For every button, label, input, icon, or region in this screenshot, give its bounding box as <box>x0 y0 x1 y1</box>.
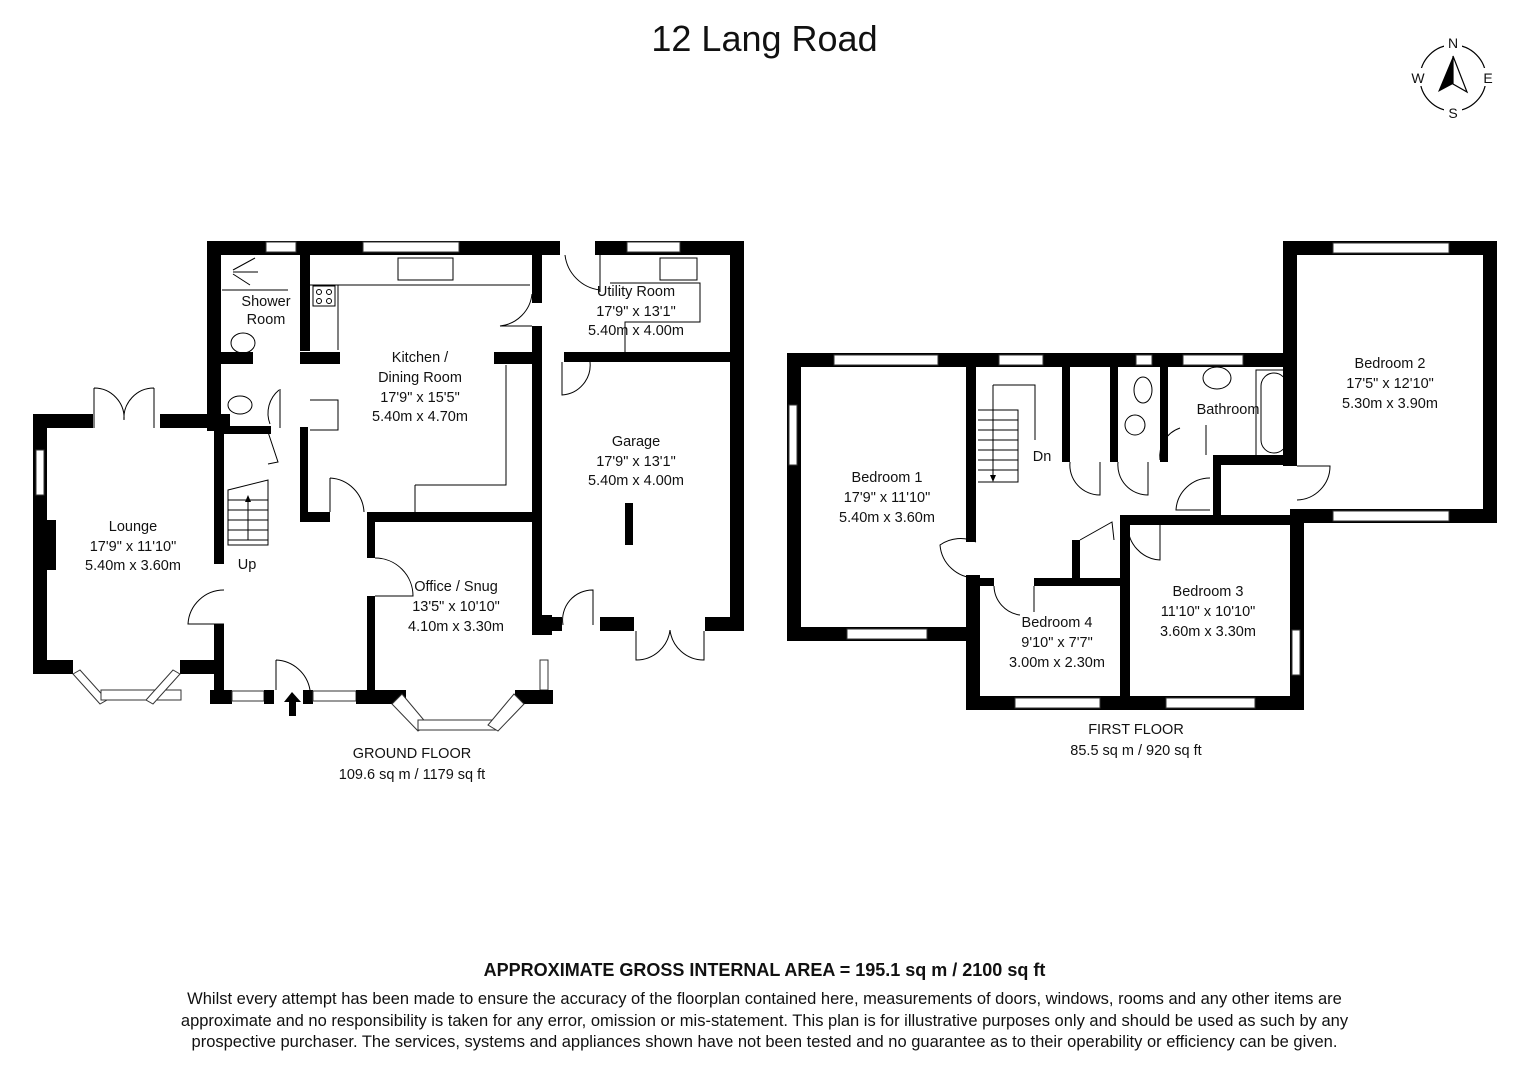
office-imperial: 13'5" x 10'10" <box>412 599 500 615</box>
entrance-arrow-icon <box>284 692 301 716</box>
shower-room-label-2: Room <box>247 312 286 328</box>
garage-metric: 5.40m x 4.00m <box>588 473 684 489</box>
disclaimer-line-1: Whilst every attempt has been made to en… <box>187 990 1342 1008</box>
bedroom-4-label: Bedroom 4 <box>1022 615 1093 631</box>
bedroom-1-imperial: 17'9" x 11'10" <box>844 490 931 506</box>
disclaimer-line-2: approximate and no responsibility is tak… <box>180 1011 1349 1030</box>
ground-floor-labels: Shower Room Kitchen / Dining Room 17'9" … <box>85 284 684 783</box>
bedroom-1-label: Bedroom 1 <box>852 470 923 486</box>
lounge-label: Lounge <box>109 519 157 535</box>
shower-room-label: Shower <box>241 294 290 310</box>
compass-icon: N S W E <box>1410 35 1496 121</box>
kitchen-label-2: Dining Room <box>378 370 462 386</box>
bedroom-2-imperial: 17'5" x 12'10" <box>1346 376 1434 392</box>
compass-s: S <box>1448 105 1457 121</box>
utility-room-metric: 5.40m x 4.00m <box>588 323 684 339</box>
ground-floor-title: GROUND FLOOR <box>353 746 471 762</box>
kitchen-imperial: 17'9" x 15'5" <box>380 390 460 406</box>
office-metric: 4.10m x 3.30m <box>408 619 504 635</box>
kitchen-metric: 5.40m x 4.70m <box>372 409 468 425</box>
disclaimer: Whilst every attempt has been made to en… <box>100 989 1429 1054</box>
office-label: Office / Snug <box>414 579 498 595</box>
disclaimer-line-3: prospective purchaser. The services, sys… <box>191 1033 1338 1051</box>
bedroom-3-imperial: 11'10" x 10'10" <box>1161 604 1256 620</box>
stairs-down-label: Dn <box>1033 449 1052 465</box>
lounge-metric: 5.40m x 3.60m <box>85 558 181 574</box>
compass-w: W <box>1411 70 1425 86</box>
bedroom-3-label: Bedroom 3 <box>1173 584 1244 600</box>
lounge-imperial: 17'9" x 11'10" <box>90 539 177 555</box>
bedroom-1-metric: 5.40m x 3.60m <box>839 510 935 526</box>
ground-floor-area: 109.6 sq m / 1179 sq ft <box>339 767 485 783</box>
bedroom-4-metric: 3.00m x 2.30m <box>1009 655 1105 671</box>
total-area: APPROXIMATE GROSS INTERNAL AREA = 195.1 … <box>483 960 1046 980</box>
compass-n: N <box>1448 35 1458 51</box>
bathroom-label: Bathroom <box>1197 402 1260 418</box>
stairs-up-label: Up <box>238 557 257 573</box>
first-floor-labels: Bedroom 1 17'9" x 11'10" 5.40m x 3.60m B… <box>839 356 1438 759</box>
ground-floor-plan <box>33 241 744 732</box>
first-floor-title: FIRST FLOOR <box>1088 722 1184 738</box>
utility-room-label: Utility Room <box>597 284 675 300</box>
first-floor-plan <box>787 241 1497 710</box>
first-floor-area: 85.5 sq m / 920 sq ft <box>1070 743 1201 759</box>
bedroom-3-metric: 3.60m x 3.30m <box>1160 624 1256 640</box>
garage-label: Garage <box>612 434 660 450</box>
kitchen-label: Kitchen / <box>392 350 449 366</box>
bedroom-4-imperial: 9'10" x 7'7" <box>1021 635 1092 651</box>
bedroom-2-metric: 5.30m x 3.90m <box>1342 396 1438 412</box>
garage-imperial: 17'9" x 13'1" <box>596 454 676 470</box>
plan-title: 12 Lang Road <box>651 18 878 59</box>
compass-e: E <box>1483 70 1492 86</box>
utility-room-imperial: 17'9" x 13'1" <box>596 304 676 320</box>
bedroom-2-label: Bedroom 2 <box>1355 356 1426 372</box>
